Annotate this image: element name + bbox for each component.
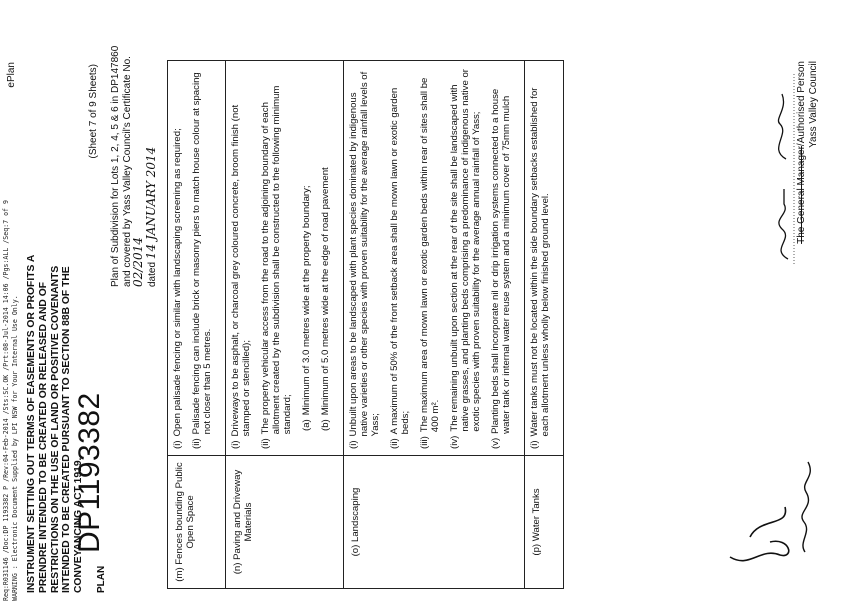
restriction-terms: (i) Unbuilt upon areas to be landscaped w…	[343, 60, 525, 456]
restriction-category: (n) Paving and Driveway Materials	[225, 455, 344, 589]
item-number: (a)	[301, 419, 312, 431]
item-text: Unbuilt upon areas to be landscaped with…	[348, 71, 381, 437]
restriction-category: (m) Fences bounding Public Open Space	[167, 455, 226, 589]
list-item: (a) Minimum of 3.0 metres wide at the pro…	[301, 67, 312, 449]
item-text: A maximum of 50% of the front setback ar…	[389, 87, 411, 435]
restrictions-table: (m) Fences bounding Public Open Space(i)…	[167, 60, 564, 589]
table-row: (n) Paving and Driveway Materials (i) Driv…	[225, 60, 344, 589]
list-item: (v) Planting beds shall incorporate nil o…	[490, 67, 512, 449]
item-text: The maximum area of mown lawn or exotic …	[419, 77, 441, 433]
subdivision-note: Plan of Subdivision for Lots 1, 2, 4, 5 …	[110, 27, 158, 287]
subdivision-line-2: and covered by Yass Valley Council's Cer…	[121, 56, 146, 287]
restriction-category: (o) Landscaping	[343, 455, 525, 589]
list-item: (ii) Palisade fencing can include brick o…	[191, 67, 213, 449]
list-item: (i) Water tanks must not be located withi…	[529, 67, 551, 449]
item-number: (i)	[529, 440, 540, 449]
item-text: Palisade fencing can include brick or ma…	[191, 72, 213, 435]
council-name: Yass Valley Council	[807, 61, 819, 148]
item-number: (ii)	[260, 438, 271, 449]
subdivision-line-3: dated 14 JANUARY 2014	[143, 146, 158, 287]
header-line-2: WARNING : Electronic Document Supplied b…	[11, 295, 19, 601]
item-text: Open palisade fencing or similar with la…	[172, 128, 183, 437]
signature-left	[729, 461, 811, 562]
table-row: (m) Fences bounding Public Open Space (i)…	[167, 60, 226, 589]
list-item: (i) Unbuilt upon areas to be landscaped w…	[348, 67, 381, 449]
list-item: (iii) The maximum area of mown lawn or ex…	[419, 67, 441, 449]
item-number: (iii)	[419, 436, 430, 449]
list-item: (i) Driveways to be asphalt, or charcoal …	[230, 67, 252, 449]
item-text: Driveways to be asphalt, or charcoal gre…	[230, 104, 252, 437]
item-number: (i)	[172, 440, 183, 449]
list-item: (i) Open palisade fencing or similar with…	[172, 67, 183, 449]
table-row: (p) Water Tanks (i) Water tanks must not b…	[524, 60, 564, 589]
item-number: (ii)	[389, 438, 400, 449]
signatory-block: The General Manager/Authorised Person Ya…	[796, 61, 819, 301]
authorised-person: /Authorised Person	[796, 61, 807, 147]
header-line-1: Req:R031146 /Doc:DP 1193382 P /Rev:04-Fe…	[2, 200, 10, 601]
item-number: (v)	[490, 437, 501, 449]
table-row: (o) Landscaping (i) Unbuilt upon areas to …	[343, 60, 525, 589]
item-text: The property vehicular access from the r…	[260, 85, 293, 435]
item-number: (iv)	[449, 435, 460, 449]
item-text: Minimum of 5.0 metres wide at the edge o…	[320, 167, 331, 416]
list-item: (ii) The property vehicular access from t…	[260, 67, 293, 449]
restriction-category: (p) Water Tanks	[524, 455, 564, 589]
lpi-header: Req:R031146 /Doc:DP 1193382 P /Rev:04-Fe…	[2, 1, 20, 601]
item-number: (i)	[230, 440, 241, 449]
plan-label: PLAN	[96, 565, 107, 593]
restriction-terms: (i) Driveways to be asphalt, or charcoal …	[225, 60, 344, 456]
list-item: (b) Minimum of 5.0 metres wide at the edg…	[320, 67, 331, 449]
item-number: (ii)	[191, 438, 202, 449]
plan-number: DP1193382	[73, 392, 106, 553]
item-number: (b)	[320, 419, 331, 431]
list-item: (iv) The remaining unbuilt upon section a…	[449, 67, 482, 449]
sheet-number: (Sheet 7 of 9 Sheets)	[88, 64, 99, 159]
subdivision-line-1: Plan of Subdivision for Lots 1, 2, 4, 5 …	[110, 45, 121, 287]
signature-right	[777, 74, 795, 264]
struck-general-manager: The General Manager	[796, 146, 807, 244]
item-text: Planting beds shall incorporate nil or d…	[490, 88, 512, 434]
item-text: Minimum of 3.0 metres wide at the proper…	[301, 185, 312, 416]
item-text: The remaining unbuilt upon section at th…	[449, 69, 482, 432]
date-handwritten: 14 JANUARY 2014	[143, 146, 158, 260]
item-text: Water tanks must not be located within t…	[529, 87, 551, 437]
list-item: (ii) A maximum of 50% of the front setbac…	[389, 67, 411, 449]
restriction-terms: (i) Water tanks must not be located withi…	[524, 60, 564, 456]
item-number: (i)	[348, 440, 359, 449]
eplan-label: ePlan	[6, 62, 17, 88]
restriction-terms: (i) Open palisade fencing or similar with…	[167, 60, 226, 456]
